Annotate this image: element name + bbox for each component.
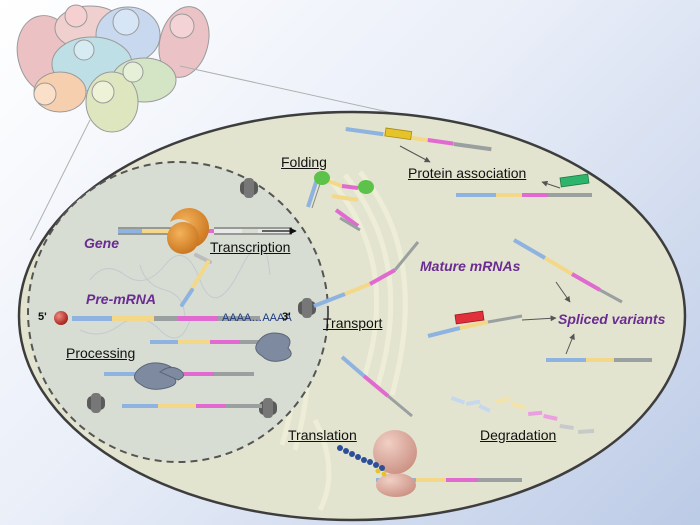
label-transcription: Transcription — [210, 239, 291, 255]
cell-cluster — [16, 4, 210, 133]
arrow-to-protein-association — [399, 145, 431, 163]
label-transport: Transport — [323, 315, 383, 331]
label-folding: Folding — [281, 154, 327, 170]
spliceosome — [134, 332, 292, 390]
label-processing: Processing — [66, 345, 136, 361]
ribosome — [373, 430, 417, 497]
red-protein-strand — [427, 310, 523, 338]
degrading-mrna — [450, 395, 595, 434]
arrow-green-protein — [541, 180, 561, 189]
mature-mrna-strand — [512, 238, 623, 304]
label-spliced-variants: Spliced variants — [558, 311, 666, 327]
rna-polymerase-body — [167, 222, 199, 254]
polypeptide-chain — [337, 445, 385, 471]
label-degradation: Degradation — [480, 427, 557, 443]
translation-bound-strand — [340, 355, 413, 418]
nucleus-envelope — [27, 161, 329, 463]
nascent-rna — [180, 253, 212, 307]
label-five-prime: 5' — [38, 311, 47, 323]
label-translation: Translation — [288, 427, 357, 443]
zoom-line-left — [29, 119, 91, 241]
label-pre-mrna: Pre-mRNA — [86, 291, 157, 307]
polypeptide-chain-yellow — [375, 468, 387, 477]
nuclear-pores — [87, 178, 316, 418]
folded-mrna — [306, 171, 374, 232]
label-three-prime: 3' — [282, 311, 291, 323]
variant-strand-lower — [546, 358, 652, 362]
arrow-red-to-spliced — [521, 315, 557, 322]
label-poly-a-tail: AAAA…AAAA — [222, 312, 292, 324]
label-mature-mrnas: Mature mRNAs — [420, 258, 521, 274]
pre-mrna-strand — [72, 316, 260, 321]
protein-association-strands — [345, 127, 592, 197]
processing-strands — [104, 340, 270, 408]
transport-strand — [313, 241, 420, 308]
arrow-lower-to-spliced — [565, 333, 575, 355]
5-prime-cap — [54, 311, 68, 325]
arrow-mature-to-spliced — [555, 281, 571, 303]
rna-polymerase — [170, 208, 210, 249]
label-protein-association: Protein association — [408, 165, 527, 181]
label-gene: Gene — [84, 235, 120, 251]
